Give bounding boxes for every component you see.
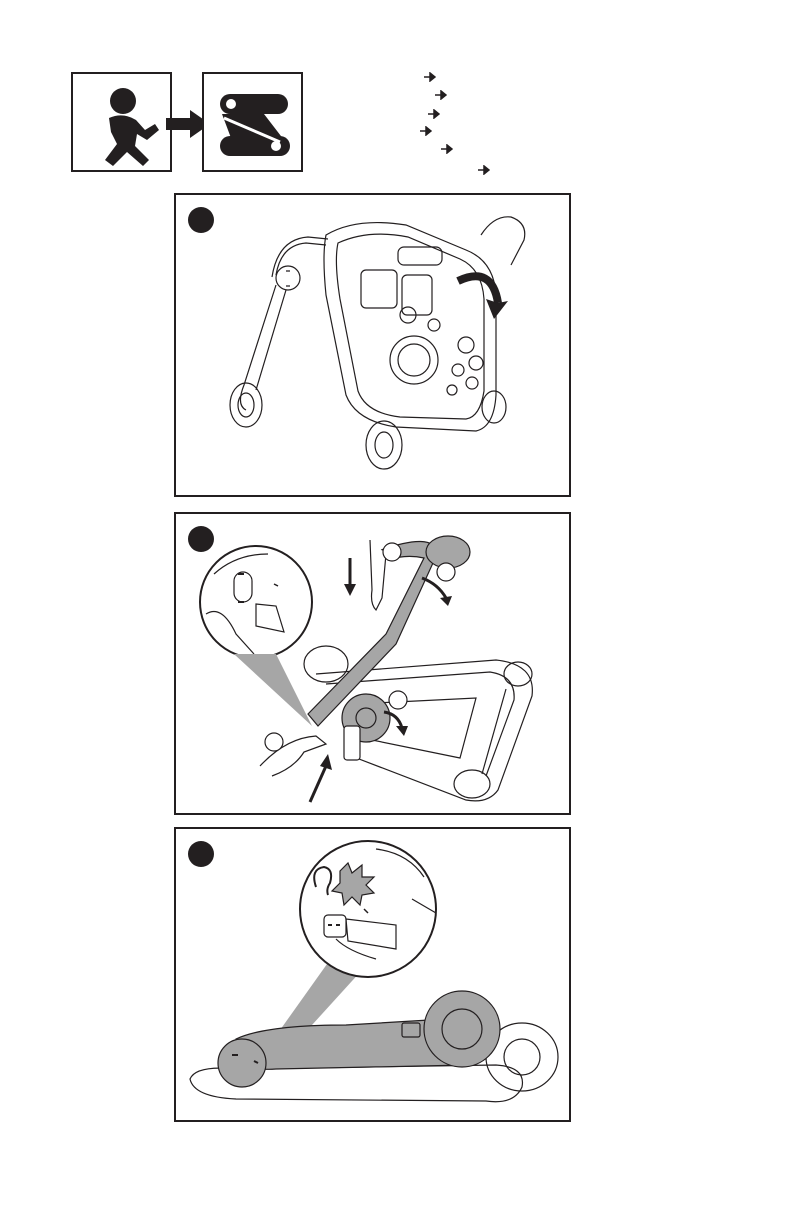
small-right-arrow-icon [435, 90, 447, 100]
step-1-panel [174, 193, 571, 497]
small-right-arrow-icon [478, 165, 490, 175]
step-2-panel [174, 512, 571, 815]
instruction-line [424, 72, 436, 84]
callout-circle [437, 563, 455, 581]
callout-circle [383, 543, 401, 561]
hinge-detail-magnifier [300, 841, 436, 977]
rotate-arrow-icon [458, 276, 508, 319]
fold-to-stand-icon [204, 74, 301, 170]
folded-walker-click-illustration [176, 829, 569, 1120]
instruction-line [428, 109, 440, 121]
fold-to-stand-icon-box [202, 72, 303, 172]
step-number-badge [188, 841, 214, 867]
rotate-arrow-icon [384, 578, 452, 736]
press-button-rotate-handle-illustration [176, 514, 569, 813]
instruction-line [441, 144, 453, 156]
press-down-arrow-icon [344, 558, 356, 596]
step-number-badge [188, 207, 214, 233]
walker-flip-over-illustration [176, 195, 569, 495]
press-up-arrow-icon [310, 754, 332, 802]
callout-circle [389, 691, 407, 709]
child-walking-icon [73, 74, 170, 170]
child-walking-icon-box [71, 72, 172, 172]
instruction-line [435, 90, 447, 102]
callout-circle [265, 733, 283, 751]
step-number-badge [188, 526, 214, 552]
hinge-detail-magnifier [200, 546, 312, 658]
step-3-panel [174, 827, 571, 1122]
small-right-arrow-icon [420, 126, 432, 136]
small-right-arrow-icon [428, 109, 440, 119]
small-right-arrow-icon [424, 72, 436, 82]
small-right-arrow-icon [441, 144, 453, 154]
instruction-line [478, 165, 490, 177]
instruction-line [420, 126, 432, 138]
